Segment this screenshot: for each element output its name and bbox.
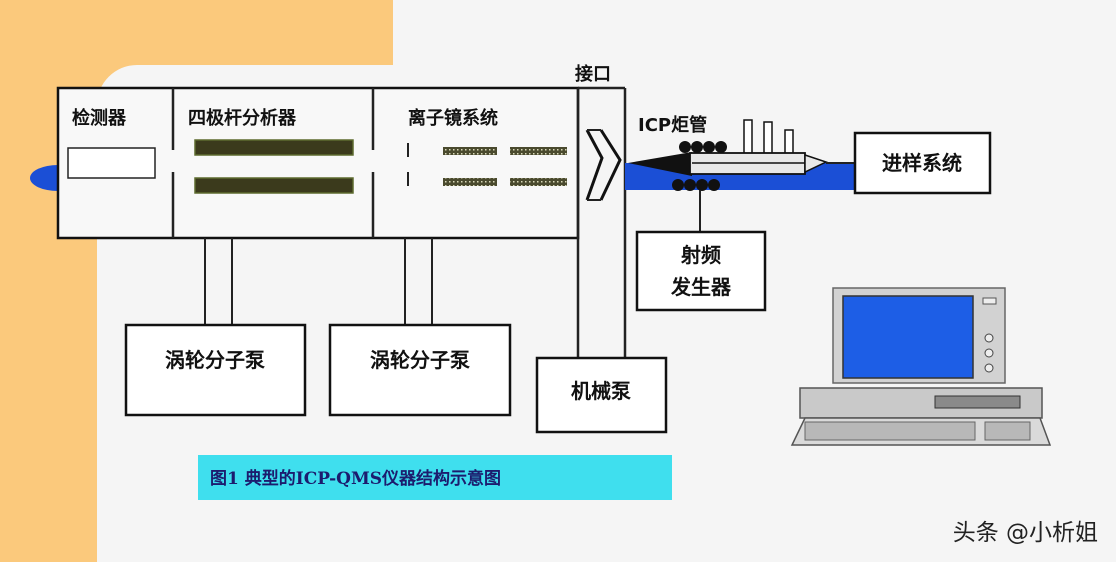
rf-coil-top-2 [691, 141, 703, 153]
torch-tube-1 [743, 119, 753, 157]
torch-tube-2 [763, 121, 773, 157]
sample-intro-label: 进样系统 [882, 151, 962, 175]
monitor-slot [982, 297, 997, 305]
rf-coil-bottom-3 [696, 179, 708, 191]
turbo-pump-2-label: 涡轮分子泵 [370, 348, 470, 372]
sample-intro-box [853, 131, 992, 195]
keyboard-numpad [984, 421, 1031, 441]
disk-drive [934, 395, 1021, 409]
mechanical-pump-box [535, 356, 668, 434]
turbo-pump-2-box [328, 323, 512, 417]
rf-generator-box [635, 230, 767, 312]
quadrupole-rod-top [194, 139, 354, 156]
rf-coil-bottom-1 [672, 179, 684, 191]
rf-coil-bottom-4 [708, 179, 720, 191]
quadrupole-rod-bottom [194, 177, 354, 194]
torch-tail [804, 153, 829, 174]
mechanical-pump-label: 机械泵 [571, 379, 631, 403]
monitor-button-1 [984, 333, 994, 343]
keyboard-keys [804, 421, 976, 441]
figure-caption: 图1 典型的ICP-QMS仪器结构示意图 [210, 468, 501, 489]
lens-plate-1 [443, 147, 497, 155]
monitor-screen [842, 295, 974, 379]
computer-icon [790, 287, 1052, 446]
ion-lens-label: 离子镜系统 [408, 107, 498, 129]
rf-generator-label-line1: 射频 [680, 243, 721, 267]
watermark: 头条 @小析姐 [953, 520, 1098, 546]
detector-element [67, 147, 156, 179]
rf-coil-bottom-2 [684, 179, 696, 191]
orange-frame [0, 0, 393, 562]
detector-label: 检测器 [72, 107, 127, 129]
skimmer-cone [599, 129, 622, 201]
rf-coil-top-4 [715, 141, 727, 153]
turbo-pump-1-label: 涡轮分子泵 [165, 348, 265, 372]
quadrupole-label: 四极杆分析器 [188, 107, 297, 129]
icp-torch-label: ICP炬管 [638, 114, 707, 136]
monitor-button-2 [984, 348, 994, 358]
sampler-cone [585, 129, 604, 201]
plasma-flame [628, 152, 692, 176]
turbo-pump-1-box [124, 323, 307, 417]
lens-plate-4 [510, 178, 567, 186]
lens-plate-3 [443, 178, 497, 186]
ion-beam-exit [30, 165, 58, 191]
rf-generator-label-line2: 发生器 [670, 275, 732, 299]
lens-plate-2 [510, 147, 567, 155]
rf-coil-top-1 [679, 141, 691, 153]
interface-label: 接口 [575, 63, 611, 85]
caption-background [198, 455, 672, 500]
rf-coil-top-3 [703, 141, 715, 153]
monitor-button-3 [984, 363, 994, 373]
